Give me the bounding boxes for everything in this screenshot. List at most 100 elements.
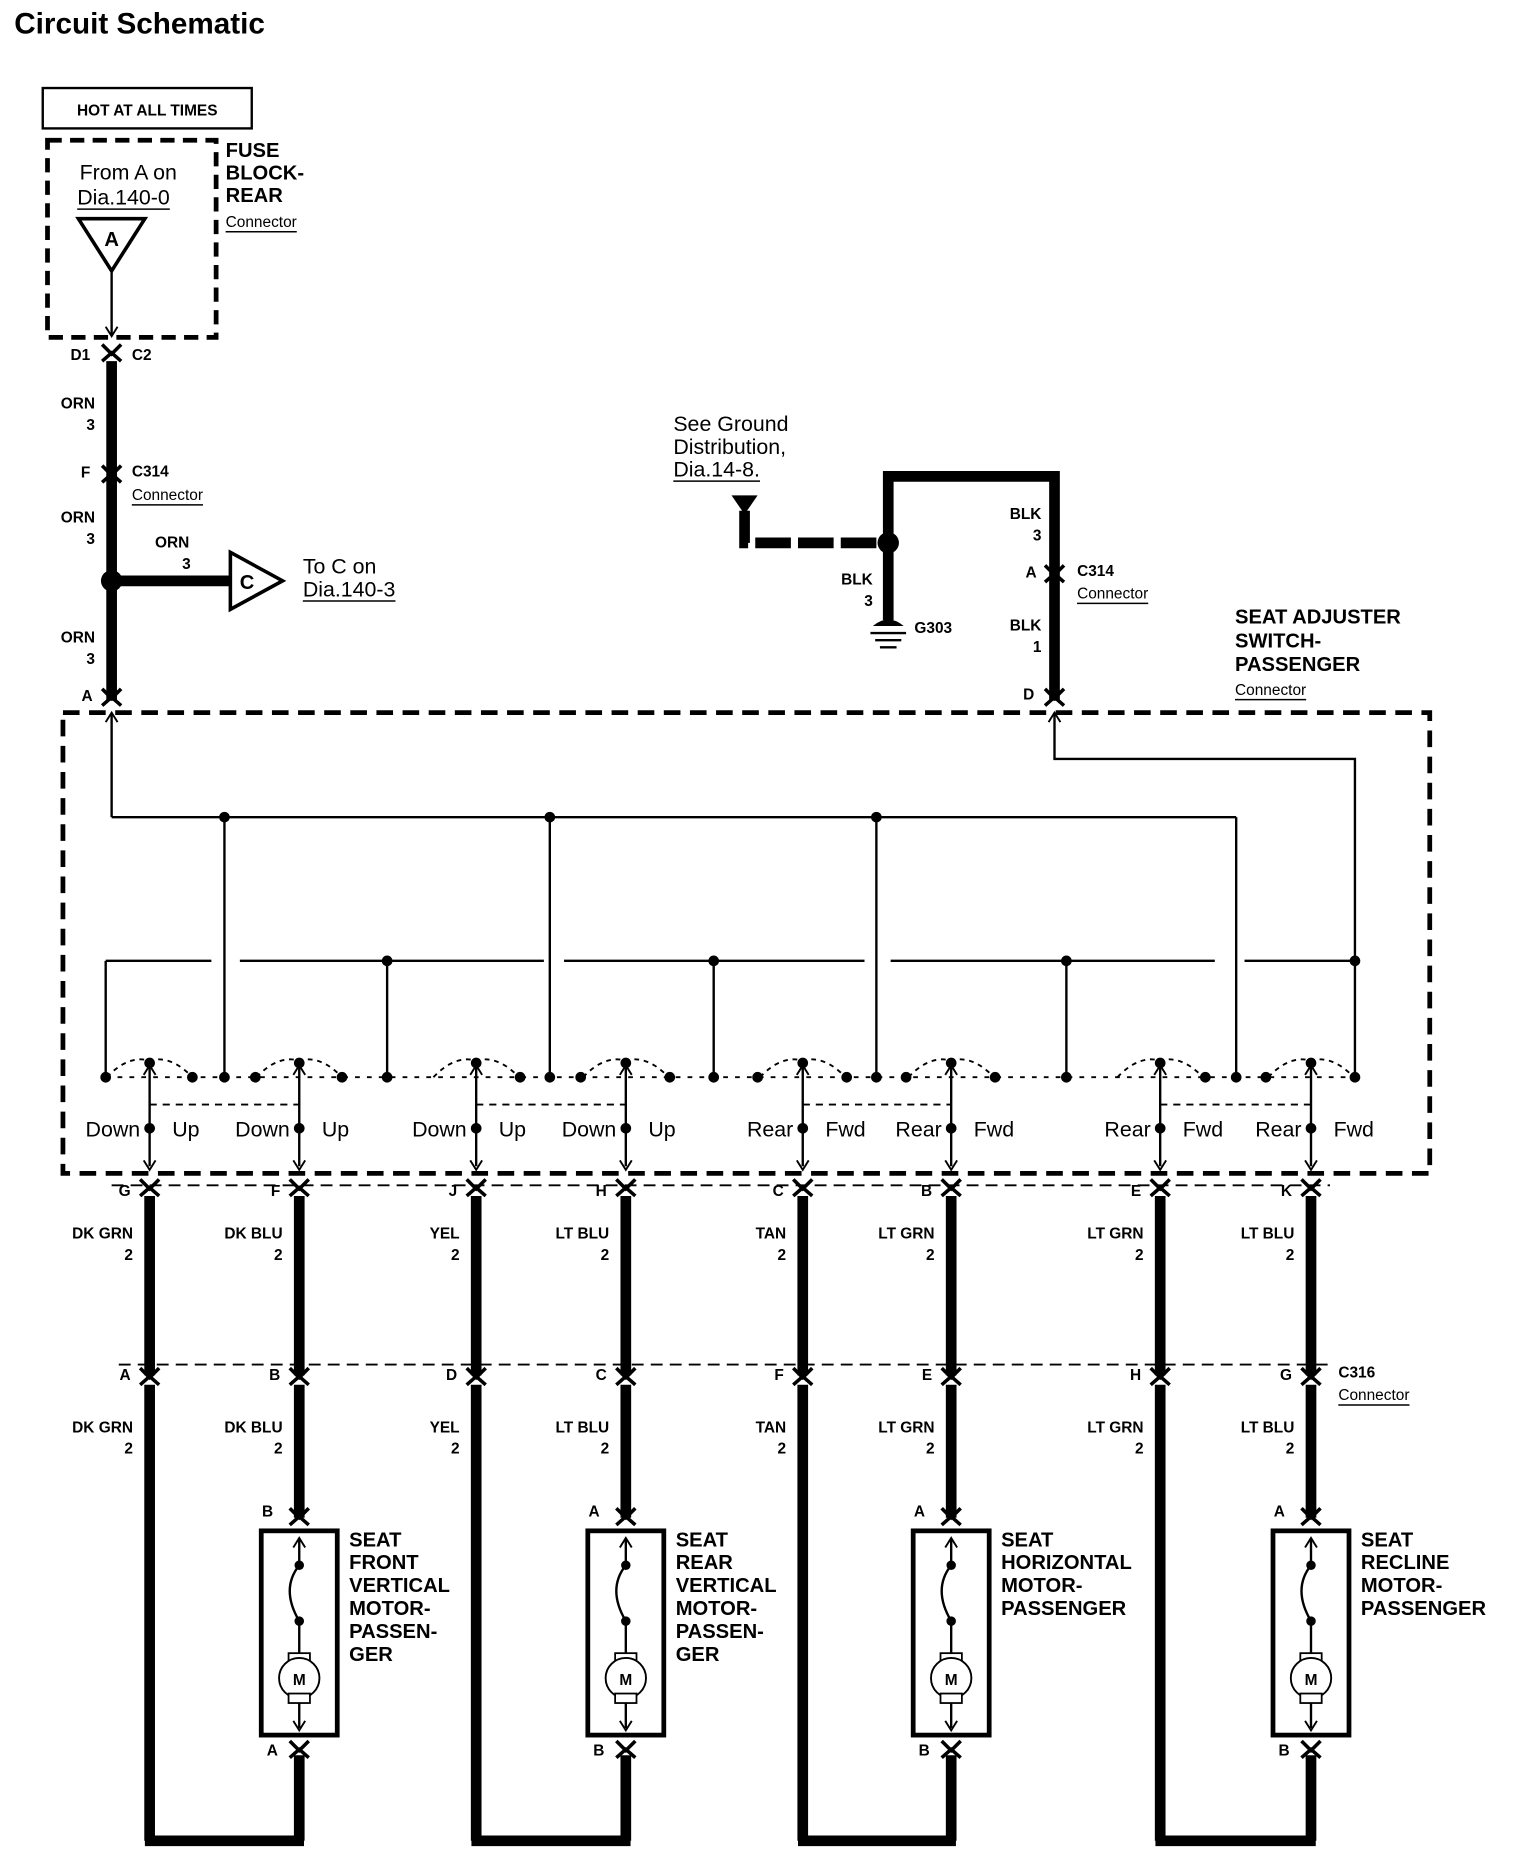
switch-blade-arrow-6 [1153, 1063, 1167, 1076]
output-pin-2: J [449, 1183, 458, 1200]
switch-name-0: SEAT ADJUSTER [1235, 607, 1401, 629]
c316-pin-3: C [596, 1367, 607, 1384]
output-gauge-lower-6: 2 [1135, 1441, 1144, 1458]
c314-sub-right: Connector [1077, 586, 1148, 603]
switch-output-node-6 [1154, 1122, 1166, 1134]
c314-name-right: C314 [1077, 563, 1114, 580]
orn-wire-gauge-3: 3 [86, 651, 95, 668]
blk-lower-color: BLK [1010, 618, 1042, 635]
motor-name-0-5: GER [349, 1644, 393, 1666]
switch-position-2: Down [235, 1118, 290, 1142]
blade-arc-6 [1116, 1058, 1204, 1078]
motor-pin-bottom-2: B [919, 1742, 930, 1759]
switch-blade-arrow-7 [1304, 1063, 1318, 1076]
switch-output-arrow-5 [944, 1159, 958, 1172]
switch-position-1: Up [172, 1118, 199, 1142]
ground-wire-color: BLK [841, 571, 873, 588]
c316-connector-0-bottom [138, 1374, 161, 1387]
motor-pin-bottom-3: B [1278, 1742, 1289, 1759]
c316-pin-2: D [446, 1367, 457, 1384]
switch-position-6: Down [562, 1118, 617, 1142]
output-top-connector-0-bottom [138, 1185, 161, 1198]
fuse-pin-left: D1 [71, 347, 91, 364]
switch-position-7: Up [648, 1118, 675, 1142]
motor-symbol-label-3: M [1305, 1672, 1318, 1689]
output-top-connector-1-bottom [288, 1185, 310, 1198]
motor-bottom-connector-1-bottom [615, 1746, 637, 1759]
page-title: Circuit Schematic [14, 7, 265, 40]
ground-ref-wire [739, 510, 889, 549]
output-gauge-upper-0: 2 [124, 1247, 133, 1264]
switch-position-3: Up [322, 1118, 349, 1142]
fuse-ref-symbol: A [104, 229, 119, 251]
switch-output-node-5 [945, 1122, 957, 1134]
motor-bottom-arrow-0 [292, 1720, 306, 1733]
output-top-connector-2-bottom [465, 1185, 487, 1198]
contact-dot-5 [381, 1071, 393, 1083]
motor-top-connector-0-bottom [288, 1514, 310, 1527]
contact-dot-9 [664, 1071, 676, 1083]
motor-top-connector-2-bottom [940, 1514, 962, 1527]
motor-name-3-1: RECLINE [1361, 1552, 1450, 1574]
switch-pin-power: A [81, 688, 92, 705]
output-color-upper-0: DK GRN [72, 1226, 133, 1243]
output-pin-6: E [1131, 1183, 1141, 1200]
output-gauge-lower-5: 2 [926, 1441, 935, 1458]
motor-bottom-connector-3-bottom [1300, 1746, 1322, 1759]
output-color-lower-7: LT BLU [1241, 1419, 1295, 1436]
output-color-lower-5: LT GRN [878, 1419, 934, 1436]
motor-bottom-connector-2-bottom [940, 1746, 962, 1759]
fuse-block-name-1: BLOCK- [226, 162, 304, 184]
ground-ref-1: Distribution, [673, 435, 786, 459]
motor-top-connector-3-bottom [1300, 1514, 1322, 1527]
ground-ref-2: Dia.14-8. [673, 457, 760, 481]
switch-position-9: Fwd [825, 1118, 865, 1142]
blade-arc-7 [1267, 1058, 1355, 1078]
splice-out-ref-1: To C on [303, 555, 377, 579]
fuse-block-box [45, 137, 219, 340]
c316-connector-3-bottom [615, 1374, 637, 1387]
motor-pin-top-0: B [262, 1504, 273, 1521]
motor-brush-bottom-1 [614, 1692, 638, 1704]
switch-blade-arrow-0 [142, 1063, 157, 1076]
output-pin-3: H [596, 1183, 607, 1200]
switch-blade-arrow-5 [944, 1063, 958, 1076]
motor-name-0-1: FRONT [349, 1552, 419, 1574]
switch-pin-ground: D [1023, 687, 1034, 704]
switch-position-4: Down [412, 1118, 467, 1142]
contact-dot-16 [1061, 1071, 1072, 1083]
output-top-connector-7-bottom [1300, 1185, 1322, 1198]
switch-output-node-7 [1305, 1122, 1317, 1134]
c316-connector-4-bottom [792, 1374, 814, 1387]
orn-wire-gauge-2: 3 [86, 531, 95, 548]
switch-output-node-3 [620, 1122, 632, 1134]
switch-power-arrow [104, 710, 119, 723]
ground-ref-0: See Ground [673, 412, 788, 436]
c316-pin-5: E [922, 1367, 932, 1384]
motor-name-2-0: SEAT [1001, 1529, 1054, 1551]
output-pin-1: F [271, 1183, 280, 1200]
ground-ref-arrow [731, 495, 758, 515]
switch-position-13: Fwd [1183, 1118, 1223, 1142]
motor-name-1-2: VERTICAL [676, 1575, 777, 1597]
blk-upper-gauge: 3 [1033, 527, 1042, 544]
orn-branch-gauge: 3 [182, 556, 191, 573]
c316-pin-4: F [774, 1367, 783, 1384]
blk-lower-gauge: 1 [1033, 639, 1042, 656]
output-color-lower-3: LT BLU [556, 1419, 610, 1436]
blade-arc-2 [432, 1058, 520, 1078]
output-gauge-lower-7: 2 [1286, 1441, 1295, 1458]
output-gauge-upper-1: 2 [274, 1247, 283, 1264]
output-gauge-upper-6: 2 [1135, 1247, 1144, 1264]
ground-bus-node-right [1349, 955, 1361, 967]
c314-blk-bottom [1043, 571, 1066, 584]
c316-connector-5-bottom [940, 1374, 962, 1387]
c316-pin-1: B [269, 1367, 280, 1384]
switch-output-arrow-0 [142, 1159, 157, 1172]
motor-brush-bottom-3 [1299, 1692, 1323, 1704]
motor-brush-bottom-2 [939, 1692, 963, 1704]
motor-name-1-1: REAR [676, 1552, 734, 1574]
motor-name-2-2: MOTOR- [1001, 1575, 1082, 1597]
motor-pin-bottom-0: A [267, 1742, 278, 1759]
